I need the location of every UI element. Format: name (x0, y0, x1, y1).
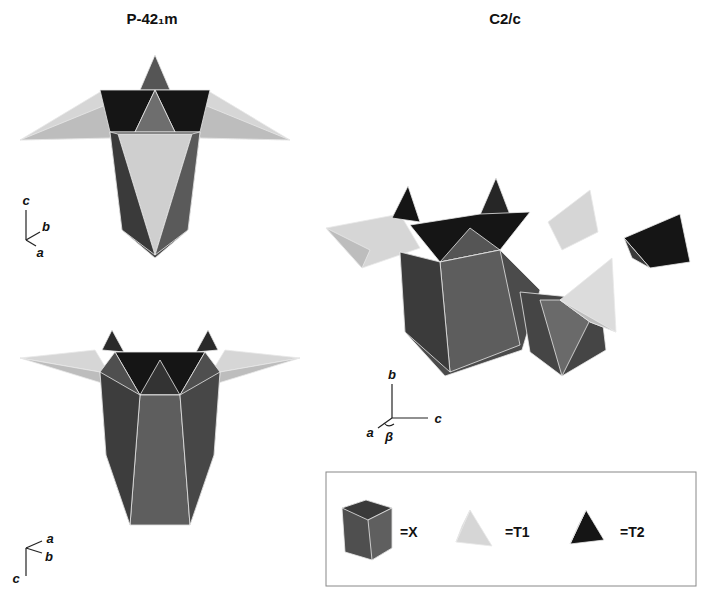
axis-label: b (42, 220, 50, 233)
legend-text: =T1 (505, 525, 530, 539)
space-group-heading: P-42₁m (126, 11, 177, 26)
structure-right (326, 178, 690, 376)
axis-label: b (388, 368, 396, 381)
axis-label: β (385, 430, 393, 443)
axes-bottom-left (26, 541, 42, 576)
legend-text: =T2 (620, 525, 645, 539)
axis-label: a (366, 426, 373, 439)
axis-label: b (45, 550, 53, 563)
legend-box (326, 472, 696, 586)
space-group-heading: C2/c (489, 11, 521, 26)
axis-label: c (434, 412, 441, 425)
legend-text: =X (400, 525, 418, 539)
legend-icons (342, 500, 604, 560)
axis-label: c (22, 194, 29, 207)
axes-right (378, 384, 428, 428)
axes-top-left (26, 210, 40, 246)
structure-top-left (20, 55, 290, 258)
axis-label: a (36, 246, 43, 259)
structure-bottom-left (20, 330, 300, 525)
axis-label: a (46, 532, 53, 545)
axis-label: c (12, 572, 19, 585)
